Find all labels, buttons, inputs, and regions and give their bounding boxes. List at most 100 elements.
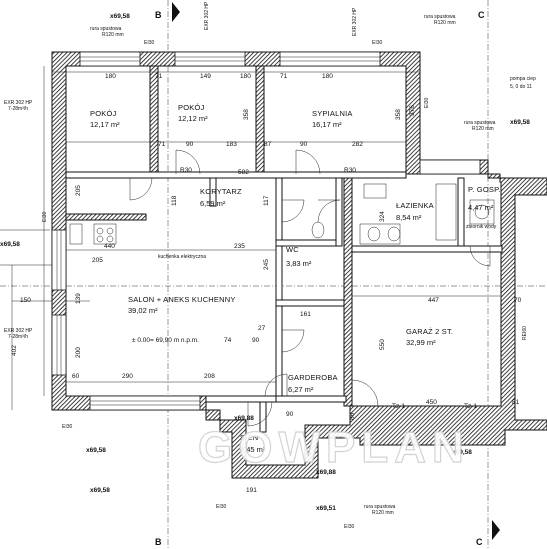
- dimension-texts: 180 71 149 180 71 180 358 358 376 71 90 …: [11, 73, 522, 494]
- windows: [51, 51, 481, 411]
- dim-text: 27: [258, 325, 266, 332]
- watermark-logo: GOWPLAN: [198, 423, 470, 472]
- dim-text: 205: [75, 185, 82, 196]
- dim-text: 118: [171, 195, 178, 206]
- axis-label: C: [476, 537, 483, 547]
- dim-text: R30: [180, 167, 192, 174]
- dim-text: 139: [75, 293, 82, 304]
- dim-text: 117: [263, 195, 270, 206]
- room-area: 39,02 m²: [128, 306, 158, 315]
- dim-text: 60: [72, 373, 80, 380]
- dim-text: 358: [243, 109, 250, 120]
- room-area: 6,59 m²: [200, 199, 226, 208]
- room-name: KORYTARZ: [200, 187, 242, 196]
- axis-label: C: [478, 10, 485, 20]
- dim-text: 90: [300, 141, 308, 148]
- room-name: SIEŃ: [240, 433, 258, 442]
- dim-text: 235: [234, 243, 245, 250]
- dim-text: 180: [240, 73, 251, 80]
- vent-note: 7-28m³/h: [8, 334, 28, 340]
- dim-text: 180: [322, 73, 333, 80]
- room-area: 6,27 m²: [288, 385, 314, 394]
- dim-text: 71: [158, 141, 166, 148]
- pipe-note: rura spustowa: [90, 26, 122, 32]
- wall-mark: EI30: [144, 40, 155, 46]
- dim-text: 86: [349, 412, 356, 420]
- room-name: GARDEROBA: [288, 373, 338, 382]
- room-name: POKÓJ: [178, 103, 204, 112]
- elevation: x69,51: [316, 505, 336, 512]
- dim-text: 180: [105, 73, 116, 80]
- vent-note: 7-28m³/h: [8, 106, 28, 112]
- pipe-note: R120 mm: [434, 20, 456, 26]
- dim-text: 90: [252, 337, 260, 344]
- boiler-note: zbiornik wody: [466, 224, 497, 230]
- dim-text: 582: [238, 169, 249, 176]
- vent-note: EXR 302 HP: [352, 7, 358, 36]
- dim-text: 290: [122, 373, 133, 380]
- axis-markers: B C C B: [155, 2, 500, 547]
- dim-text: 402: [11, 345, 18, 356]
- dim-text: 150: [20, 297, 31, 304]
- elevation: x69,88: [234, 415, 254, 422]
- room-name: ŁAZIENKA: [396, 201, 434, 210]
- room-name: WC: [286, 245, 299, 254]
- room-area: 8,54 m²: [396, 213, 422, 222]
- pipe-note: rura spustowa: [424, 14, 456, 20]
- wall-mark: EI30: [344, 524, 355, 530]
- dim-text: 450: [426, 399, 437, 406]
- annotations: x69,58 x69,58 x69,58 x69,58 x69,88 x69,8…: [0, 1, 536, 530]
- dim-text: 87: [264, 141, 272, 148]
- dim-text: 161: [300, 311, 311, 318]
- pipe-note: rura spustowa: [364, 504, 396, 510]
- room-area: 16,17 m²: [312, 120, 342, 129]
- kitchen-note: kuchenka elektryczna: [158, 254, 206, 260]
- dim-text: R30: [344, 167, 356, 174]
- dim-text: 358: [395, 109, 402, 120]
- elevation: x69,88: [316, 469, 336, 476]
- room-area: 3,83 m²: [286, 259, 312, 268]
- door-mark: Tz-1: [464, 403, 477, 410]
- pipe-note: rura spustowa: [464, 120, 496, 126]
- vent-note: EXR 302 HP: [4, 328, 33, 334]
- dim-text: 245: [263, 259, 270, 270]
- elevation: x69,58: [90, 487, 110, 494]
- dim-text: 550: [379, 339, 386, 350]
- dimension-lines: [0, 66, 500, 410]
- room-name: POKÓJ: [90, 109, 116, 118]
- dim-text: 71: [155, 73, 163, 80]
- elevation: x69,58: [510, 119, 530, 126]
- room-labels: POKÓJ 12,17 m² POKÓJ 12,12 m² SYPIALNIA …: [90, 103, 500, 454]
- dim-text: 70: [514, 297, 522, 304]
- dim-text: 90: [286, 411, 294, 418]
- room-area: 4,47 m²: [468, 203, 494, 212]
- internal-walls: [65, 65, 503, 433]
- axis-label: B: [155, 10, 162, 20]
- pipe-note: R120 mm: [372, 510, 394, 516]
- dim-text: 81: [512, 399, 520, 406]
- room-name: SYPIALNIA: [312, 109, 353, 118]
- wall-mark: EI30: [424, 97, 430, 108]
- wall-mark: EI30: [216, 504, 227, 510]
- room-area: 32,99 m²: [406, 338, 436, 347]
- dim-text: 200: [75, 347, 82, 358]
- room-area: 12,17 m²: [90, 120, 120, 129]
- elevation: x69,58: [110, 13, 130, 20]
- room-name: SALON + ANEKS KUCHENNY: [128, 295, 236, 304]
- room-area: 12,12 m²: [178, 114, 208, 123]
- dim-text: 191: [246, 487, 257, 494]
- room-name: GARAŻ 2 ST.: [406, 327, 453, 336]
- wall-mark: REI60: [522, 326, 528, 340]
- dim-text: 440: [104, 243, 115, 250]
- dim-text: 376: [409, 105, 416, 116]
- level-text: ± 0.00= 69,90 m n.p.m.: [132, 337, 199, 344]
- pipe-note: R120 mm: [472, 126, 494, 132]
- dim-text: 149: [200, 73, 211, 80]
- wall-mark: EI30: [372, 40, 383, 46]
- vent-note: EXR 302 HP: [4, 100, 33, 106]
- elevation: x69,58: [86, 447, 106, 454]
- dim-text: 183: [226, 141, 237, 148]
- dim-text: 324: [379, 211, 386, 222]
- elevation: x69,58: [452, 449, 472, 456]
